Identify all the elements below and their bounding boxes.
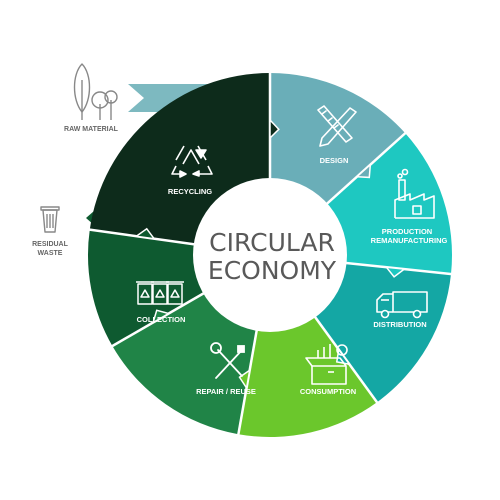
segment-connector-arrow: [384, 266, 407, 278]
segment-connectors: [87, 71, 454, 437]
shopping-box-icon: [305, 344, 348, 385]
label-consumption: CONSUMPTION: [300, 387, 356, 396]
pencil-ruler-icon: [317, 105, 357, 147]
segment-connector-arrow: [151, 309, 171, 325]
segment-distribution[interactable]: [311, 262, 452, 403]
label-design: DESIGN: [320, 156, 349, 165]
segment-connector-arrow: [355, 162, 372, 179]
wrench-screwdriver-icon: [210, 342, 245, 379]
ring: [87, 73, 452, 437]
label-production-line1: PRODUCTION: [382, 227, 432, 236]
segment-connector-arrow: [269, 118, 280, 140]
truck-icon: [376, 291, 428, 319]
label-raw-material: RAW MATERIAL: [64, 126, 119, 133]
label-distribution: DISTRIBUTION: [373, 320, 426, 329]
segment-recycling[interactable]: [89, 73, 270, 246]
segment-consumption[interactable]: [238, 311, 377, 437]
label-production-line2: REMANUFACTURING: [371, 236, 448, 245]
center-title-line1: CIRCULAR: [209, 228, 335, 257]
trees-icon: [73, 63, 118, 120]
trash-can-icon: [40, 206, 60, 233]
recycle-icon: [171, 145, 213, 178]
center-title-line2: ECONOMY: [208, 256, 337, 285]
segment-connector-arrow: [134, 227, 156, 240]
label-repair: REPAIR / REUSE: [196, 387, 256, 396]
recycling-bins-icon: [136, 281, 184, 305]
label-collection: COLLECTION: [137, 315, 186, 324]
label-recycling: RECYCLING: [168, 187, 212, 196]
segment-connector-arrow: [238, 368, 251, 390]
label-residual-waste-line1: RESIDUAL: [32, 241, 69, 248]
center-circle: [193, 178, 347, 332]
segment-collection[interactable]: [87, 229, 210, 346]
segment-design[interactable]: [270, 73, 406, 209]
label-residual-waste-line2: WASTE: [38, 250, 63, 257]
factory-icon: [394, 168, 435, 219]
segment-production[interactable]: [322, 133, 452, 275]
